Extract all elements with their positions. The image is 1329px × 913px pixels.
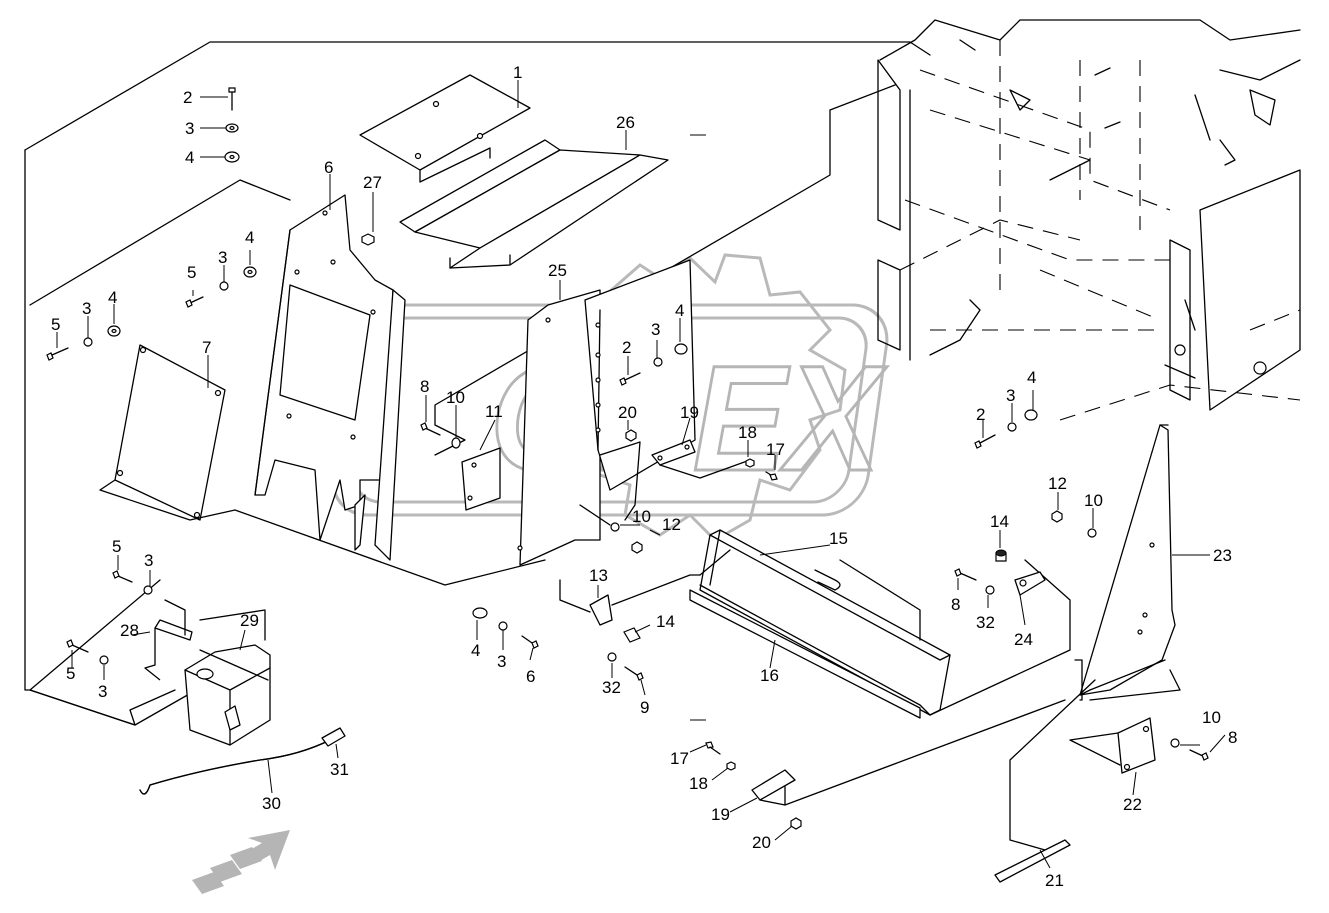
part-21-rod bbox=[994, 839, 1071, 883]
callout-2: 2 bbox=[976, 405, 985, 424]
callout-6: 6 bbox=[324, 158, 333, 177]
callout-4: 4 bbox=[471, 641, 480, 660]
callout-3: 3 bbox=[82, 299, 91, 318]
part-7-cover-plate bbox=[114, 344, 226, 521]
callout-27: 27 bbox=[363, 173, 382, 192]
callout-20: 20 bbox=[618, 403, 637, 422]
callout-18: 18 bbox=[689, 774, 708, 793]
callout-29: 29 bbox=[240, 611, 259, 630]
callout-23: 23 bbox=[1213, 546, 1232, 565]
callout-6: 6 bbox=[526, 667, 535, 686]
callout-3: 3 bbox=[144, 551, 153, 570]
callout-10: 10 bbox=[1202, 708, 1221, 727]
part-31-fitting bbox=[321, 727, 346, 747]
part-19-latch-upper bbox=[651, 439, 696, 466]
callout-8: 8 bbox=[1228, 728, 1237, 747]
hardware bbox=[46, 87, 1209, 830]
left-boundary-line bbox=[24, 149, 31, 691]
callout-10: 10 bbox=[632, 507, 651, 526]
callout-17: 17 bbox=[670, 749, 689, 768]
callout-10: 10 bbox=[1084, 491, 1103, 510]
part-13-hinge bbox=[589, 594, 613, 626]
part-1-top-plate bbox=[359, 74, 531, 171]
callout-4: 4 bbox=[185, 148, 194, 167]
callout-16: 16 bbox=[760, 666, 779, 685]
callout-5: 5 bbox=[66, 664, 75, 683]
callout-3: 3 bbox=[1006, 386, 1015, 405]
tray-group-outline bbox=[699, 549, 1071, 716]
callout-4: 4 bbox=[675, 301, 684, 320]
callout-11: 11 bbox=[485, 402, 503, 421]
part-30-hose bbox=[139, 739, 331, 795]
callout-3: 3 bbox=[497, 652, 506, 671]
callout-3: 3 bbox=[218, 248, 227, 267]
callout-15: 15 bbox=[829, 529, 848, 548]
callout-5: 5 bbox=[51, 315, 60, 334]
reservoir-group-outline bbox=[29, 609, 266, 726]
part-24-bracket bbox=[1014, 571, 1046, 596]
callout-1: 1 bbox=[513, 63, 522, 82]
callout-20: 20 bbox=[752, 833, 771, 852]
callout-26: 26 bbox=[616, 113, 635, 132]
callout-12: 12 bbox=[1048, 474, 1067, 493]
callout-24: 24 bbox=[1014, 630, 1033, 649]
callout-25: 25 bbox=[548, 261, 567, 280]
callout-12: 12 bbox=[662, 515, 681, 534]
callout-32: 32 bbox=[976, 613, 995, 632]
part-25-bracket bbox=[519, 289, 601, 566]
callout-13: 13 bbox=[589, 566, 608, 585]
leader-lines bbox=[56, 80, 1226, 869]
part-16-strip bbox=[689, 589, 921, 719]
part-23-side-panel bbox=[1079, 424, 1176, 696]
callout-3: 3 bbox=[185, 119, 194, 138]
direction-arrow bbox=[192, 830, 290, 894]
callout-30: 30 bbox=[262, 794, 281, 813]
callout-21: 21 bbox=[1045, 871, 1064, 890]
callout-9: 9 bbox=[640, 698, 649, 717]
callout-2: 2 bbox=[183, 88, 192, 107]
callout-14: 14 bbox=[990, 512, 1009, 531]
part-28-strap bbox=[144, 619, 193, 681]
callout-2: 2 bbox=[622, 338, 631, 357]
callout-17: 17 bbox=[766, 440, 785, 459]
callout-7: 7 bbox=[202, 338, 211, 357]
callout-10: 10 bbox=[446, 388, 465, 407]
callout-19: 19 bbox=[711, 805, 730, 824]
part-19-latch-lower bbox=[751, 769, 796, 801]
left-group-outline bbox=[29, 179, 546, 586]
part-11-small-plate bbox=[461, 447, 501, 511]
callout-8: 8 bbox=[420, 377, 429, 396]
part-22-plate bbox=[1117, 717, 1156, 774]
callout-5: 5 bbox=[187, 263, 196, 282]
callout-14: 14 bbox=[656, 612, 675, 631]
callout-4: 4 bbox=[1027, 368, 1036, 387]
callout-28: 28 bbox=[120, 621, 139, 640]
callout-5: 5 bbox=[112, 537, 121, 556]
callout-3: 3 bbox=[651, 320, 660, 339]
callout-18: 18 bbox=[738, 423, 757, 442]
callout-8: 8 bbox=[951, 595, 960, 614]
frame-structure bbox=[877, 19, 1301, 421]
watermark-gear bbox=[583, 253, 847, 542]
callout-31: 31 bbox=[330, 760, 349, 779]
callout-labels: 1 2 3 4 26 6 27 5 3 4 5 3 4 7 25 3 4 2 8… bbox=[51, 63, 1237, 890]
part-29-reservoir bbox=[184, 644, 271, 746]
callout-22: 22 bbox=[1123, 795, 1142, 814]
callout-4: 4 bbox=[108, 288, 117, 307]
callout-32: 32 bbox=[602, 678, 621, 697]
callout-3: 3 bbox=[98, 682, 107, 701]
callout-19: 19 bbox=[680, 403, 699, 422]
part-6-window bbox=[279, 284, 371, 421]
callout-4: 4 bbox=[245, 228, 254, 247]
